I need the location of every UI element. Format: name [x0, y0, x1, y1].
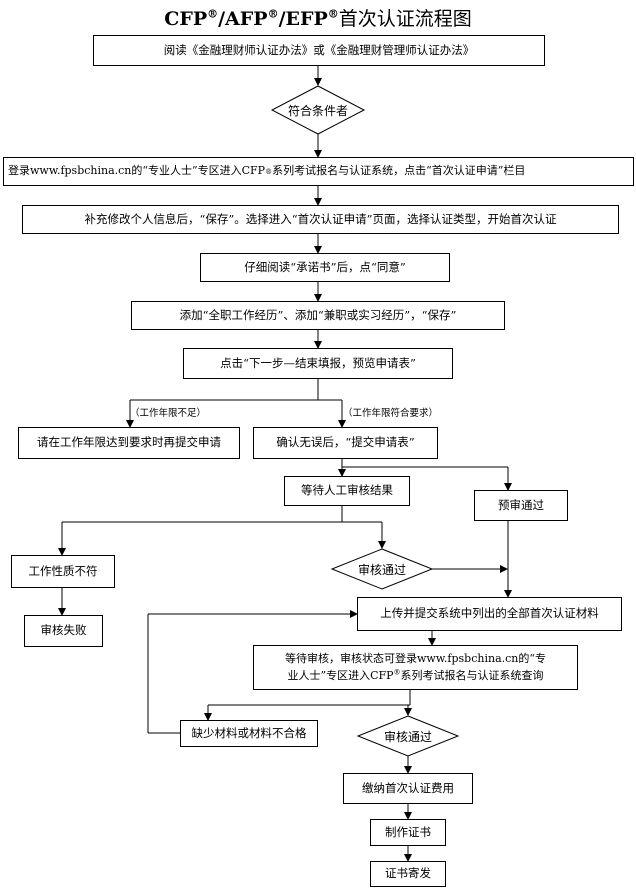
node-confirm-submit: 确认无误后，“提交申请表”	[253, 427, 438, 459]
node-add-experience: 添加“全职工作经历”、添加“兼职或实习经历”，“保存”	[131, 301, 505, 330]
node-missing-materials: 缺少材料或材料不合格	[180, 720, 318, 747]
node-not-qualified: 工作性质不符	[11, 555, 115, 588]
node-read-pledge: 仔细阅读“承诺书”后，点“同意”	[200, 253, 450, 282]
branch-label-insufficient: （工作年限不足）	[130, 408, 207, 419]
node-pay-fee: 缴纳首次认证费用	[343, 773, 473, 804]
node-pre-approved: 预审通过	[474, 490, 568, 521]
node-read-rules: 阅读《金融理财师认证办法》或《金融理财管理师认证办法》	[93, 35, 545, 66]
node-review-passed-2: 审核通过	[383, 729, 432, 744]
node-next-step: 点击“下一步—结束填报，预览申请表”	[183, 348, 453, 379]
page-title: CFP®/AFP®/EFP®首次认证流程图	[164, 7, 472, 30]
node-mail-cert: 证书寄发	[370, 861, 446, 887]
node-login: 登录www.fpsbchina.cn的“专业人士”专区进入CFP®系列考试报名与…	[3, 157, 634, 186]
node-fill-info: 补充修改个人信息后，“保存”。选择进入“首次认证申请”页面，选择认证类型，开始首…	[22, 205, 619, 234]
wait-status-line-2: 业人士”专区进入CFP®系列考试报名与认证系统查询	[287, 667, 544, 682]
diamond-review-1	[330, 548, 434, 590]
node-apply-later: 请在工作年限达到要求时再提交申请	[18, 427, 240, 459]
node-upload-materials: 上传并提交系统中列出的全部首次认证材料	[357, 597, 622, 631]
node-make-cert: 制作证书	[370, 819, 446, 846]
node-wait-review: 等待人工审核结果	[284, 476, 410, 506]
node-review-failed: 审核失败	[24, 615, 103, 647]
branch-label-sufficient: （工作年限符合要求）	[343, 408, 439, 419]
node-wait-status: 等待审核，审核状态可登录www.fpsbchina.cn的“专 业人士”专区进入…	[253, 645, 578, 690]
node-review-passed-1: 审核通过	[357, 562, 406, 577]
wait-status-line-1: 等待审核，审核状态可登录www.fpsbchina.cn的“专	[284, 652, 546, 665]
node-eligible: 符合条件者	[287, 103, 348, 118]
